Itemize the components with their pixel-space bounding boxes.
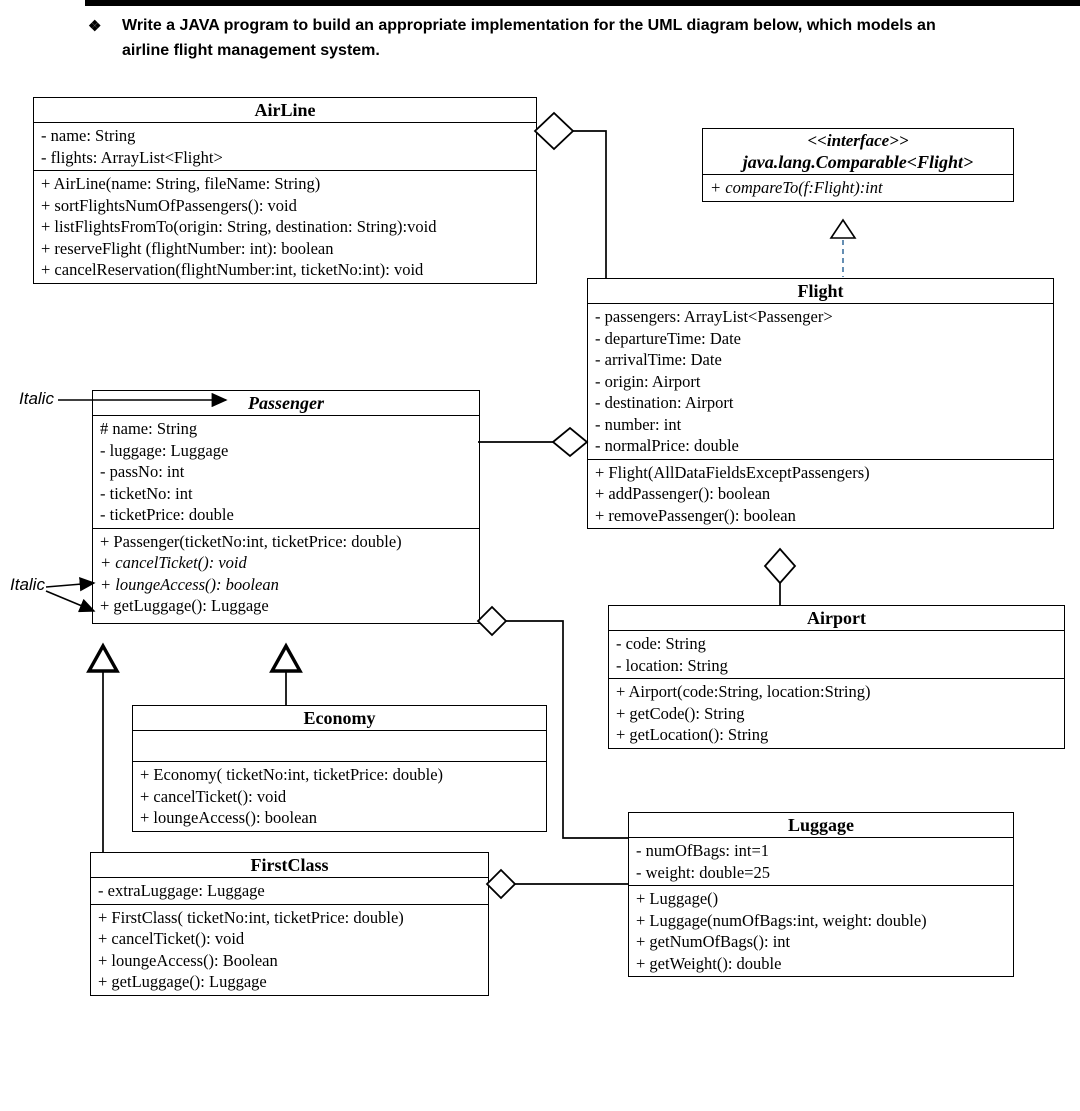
member-line: - location: String — [616, 655, 728, 675]
member-line: + getWeight(): double — [636, 953, 782, 973]
top-horizontal-rule — [85, 0, 1080, 6]
class-title-passenger: Passenger — [248, 393, 324, 413]
member-line: + getLocation(): String — [616, 725, 769, 744]
class-box-economy: Economy + Economy( ticketNo:int, ticketP… — [132, 705, 547, 832]
class-title-firstclass: FirstClass — [250, 855, 329, 875]
economy-attributes — [133, 730, 546, 761]
member-line: + loungeAccess(): Boolean — [98, 950, 278, 970]
interface-box-comparable: <<interface>> java.lang.Comparable<Fligh… — [702, 128, 1014, 202]
member-line: + Economy( ticketNo:int, ticketPrice: do… — [140, 765, 444, 784]
member-line: - passNo: int — [100, 462, 185, 481]
class-box-luggage: Luggage - numOfBags: int=1 - weight: doub… — [628, 812, 1014, 977]
class-box-flight: Flight - passengers: ArrayList<Passenger… — [587, 278, 1054, 529]
generalization-triangle-economy — [269, 642, 303, 673]
aggregation-diamond-flight-passenger — [551, 426, 589, 458]
firstclass-attributes: - extraLuggage: Luggage — [91, 877, 488, 904]
member-line: - destination: Airport — [595, 393, 734, 412]
member-line: + FirstClass( ticketNo:int, ticketPrice:… — [98, 907, 404, 927]
member-line: + reserveFlight (flightNumber: int): boo… — [41, 238, 334, 258]
airport-methods: + Airport(code:String, location:String) +… — [609, 678, 1064, 748]
aggregation-line-airline-flight — [573, 130, 607, 278]
member-line: + Airport(code:String, location:String) — [616, 682, 871, 701]
italic-arrow-loungeaccess — [45, 590, 96, 613]
italic-annotation-methods: Italic — [10, 575, 45, 594]
member-line: - passengers: ArrayList<Passenger> — [595, 307, 833, 326]
economy-methods: + Economy( ticketNo:int, ticketPrice: do… — [133, 761, 546, 831]
member-line: + Flight(AllDataFieldsExceptPassengers) — [595, 462, 870, 482]
member-line: - departureTime: Date — [595, 328, 742, 348]
member-line: - weight: double=25 — [636, 862, 770, 882]
airline-methods: + AirLine(name: String, fileName: String… — [34, 170, 536, 283]
firstclass-methods: + FirstClass( ticketNo:int, ticketPrice:… — [91, 903, 488, 995]
class-title-flight: Flight — [797, 281, 844, 301]
aggregation-diamond-firstclass-luggage — [485, 868, 517, 900]
member-line: + loungeAccess(): boolean — [140, 808, 317, 827]
member-line: + Luggage() — [636, 889, 719, 908]
member-line: - ticketPrice: double — [100, 505, 234, 524]
passenger-attributes: # name: String - luggage: Luggage - passNo… — [93, 415, 479, 528]
interface-stereotype: <<interface>> — [807, 131, 909, 150]
flight-methods: + Flight(AllDataFieldsExceptPassengers) +… — [588, 458, 1053, 529]
member-line: + Luggage(numOfBags:int, weight: double) — [636, 910, 927, 930]
class-box-firstclass: FirstClass - extraLuggage: Luggage + Fir… — [90, 852, 489, 996]
member-line: + cancelTicket(): void — [140, 786, 287, 806]
member-line: - origin: Airport — [595, 371, 701, 391]
interface-title: java.lang.Comparable<Flight> — [742, 152, 974, 172]
member-line: + getCode(): String — [616, 703, 745, 723]
member-line: # name: String — [100, 419, 198, 438]
italic-annotation-title: Italic — [19, 389, 54, 408]
italic-arrow-cancelticket — [45, 577, 96, 592]
diamond-bullet-icon: ❖ — [88, 18, 102, 35]
member-line: + getLuggage(): Luggage — [98, 972, 267, 991]
member-line: - ticketNo: int — [100, 483, 193, 503]
realization-triangle — [829, 218, 857, 239]
member-line: - name: String — [41, 126, 136, 145]
class-title-airline: AirLine — [254, 100, 316, 120]
task-statement-text: Write a JAVA program to build an appropr… — [122, 13, 1058, 63]
flight-attributes: - passengers: ArrayList<Passenger> - depa… — [588, 303, 1053, 459]
class-title-economy: Economy — [303, 708, 376, 728]
member-line: + loungeAccess(): boolean — [100, 574, 279, 594]
comparable-methods: + compareTo(f:Flight):int — [703, 174, 1013, 201]
member-line: + sortFlightsNumOfPassengers(): void — [41, 195, 297, 215]
task-line-2: airline flight management system. — [122, 42, 380, 59]
class-box-passenger: Passenger # name: String - luggage: Lugga… — [92, 390, 480, 624]
class-title-luggage: Luggage — [787, 815, 854, 835]
member-line: - arrivalTime: Date — [595, 350, 722, 369]
luggage-attributes: - numOfBags: int=1 - weight: double=25 — [629, 837, 1013, 885]
aggregation-diamond-flight-airport — [763, 547, 797, 585]
member-line: + cancelTicket(): void — [100, 553, 247, 572]
aggregation-diamond-passenger-luggage — [476, 605, 508, 637]
member-line: - flights: ArrayList<Flight> — [41, 147, 223, 167]
member-line: + compareTo(f:Flight):int — [710, 178, 883, 197]
task-statement: ❖ Write a JAVA program to build an appro… — [88, 13, 1058, 63]
member-line: + getLuggage(): Luggage — [100, 596, 269, 615]
member-line: + Passenger(ticketNo:int, ticketPrice: d… — [100, 531, 402, 551]
luggage-methods: + Luggage() + Luggage(numOfBags:int, weig… — [629, 885, 1013, 976]
member-line: - code: String — [616, 634, 706, 653]
member-line: - extraLuggage: Luggage — [98, 881, 265, 900]
member-line: - number: int — [595, 414, 682, 434]
aggregation-diamond-airline — [533, 111, 575, 151]
member-line: + removePassenger(): boolean — [595, 505, 796, 525]
task-line-1: Write a JAVA program to build an appropr… — [122, 17, 936, 34]
member-line: - numOfBags: int=1 — [636, 841, 770, 860]
member-line: + cancelReservation(flightNumber:int, ti… — [41, 260, 424, 279]
class-box-airport: Airport - code: String - location: String… — [608, 605, 1065, 749]
member-line: + listFlightsFromTo(origin: String, dest… — [41, 217, 437, 236]
airport-attributes: - code: String - location: String — [609, 630, 1064, 678]
generalization-triangle-firstclass — [86, 642, 120, 673]
member-line: + addPassenger(): boolean — [595, 484, 771, 503]
passenger-methods: + Passenger(ticketNo:int, ticketPrice: d… — [93, 527, 479, 623]
member-line: + cancelTicket(): void — [98, 929, 245, 948]
member-line: + getNumOfBags(): int — [636, 932, 791, 951]
class-box-airline: AirLine - name: String - flights: ArrayLi… — [33, 97, 537, 284]
member-line: - normalPrice: double — [595, 436, 739, 455]
airline-attributes: - name: String - flights: ArrayList<Fligh… — [34, 122, 536, 170]
member-line: - luggage: Luggage — [100, 440, 229, 460]
class-title-airport: Airport — [807, 608, 866, 628]
member-line: + AirLine(name: String, fileName: String… — [41, 174, 321, 193]
